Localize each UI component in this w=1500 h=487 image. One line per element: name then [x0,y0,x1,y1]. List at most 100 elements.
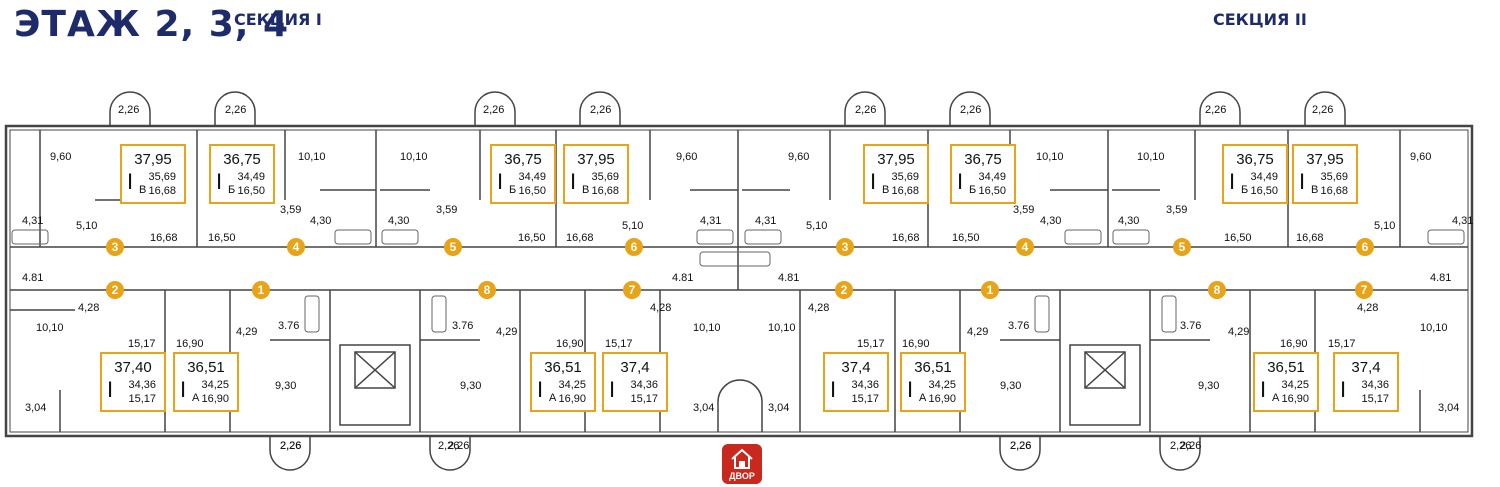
area-label-bottom-lower: 9,30 [1000,380,1022,392]
apartment-number-badge[interactable]: 3 [106,238,124,256]
apartment-total-area: 36,75 [964,151,1002,168]
apartment-type-letter: I [127,169,134,194]
area-label-top-lower: 16,50 [518,232,546,244]
area-label-top-small: 4,31 [1452,215,1474,227]
yard-entrance-button[interactable]: ДВОР [722,444,762,484]
apartment-number-badge[interactable]: 4 [1016,238,1034,256]
apartment-room-area: 16,90 [1281,393,1309,405]
area-label-bottom-balcony: 2,26 [280,440,302,452]
apartment-number-badge[interactable]: 7 [623,281,641,299]
apartment-number-badge[interactable]: 5 [444,238,462,256]
apartment-number-badge[interactable]: 2 [106,281,124,299]
area-label-bottom-balcony: 2,26 [448,440,470,452]
apartment-number-badge[interactable]: 7 [1355,281,1373,299]
apartment-total-area: 37,95 [577,151,615,168]
apartment-living-area: 34,36 [630,379,658,391]
area-label-corridor: 4.81 [778,272,800,284]
area-label-balcony: 2,26 [225,104,247,116]
area-label-bottom-small: 3.76 [1180,320,1202,332]
apartment-number-badge[interactable]: 5 [1173,238,1191,256]
apartment-total-area: 37,4 [841,359,871,376]
area-label-bottom-rooms: 10,10 [768,322,796,334]
apartment-living-area: 34,25 [928,379,956,391]
area-label-balcony: 2,26 [590,104,612,116]
apartment-total-area: 36,75 [223,151,261,168]
apartment-number-badge[interactable]: 8 [1208,281,1226,299]
area-label-top-small: 4,30 [310,215,332,227]
area-label-balcony: 2,26 [1312,104,1334,116]
area-label-bottom-rooms: 10,10 [1420,322,1448,334]
area-label-top-lower: 16,50 [208,232,236,244]
area-label-bottom-balcony: 2,26 [1010,440,1032,452]
apartment-living-area: 34,49 [978,171,1006,183]
area-label-bottom-small: 4,28 [78,302,100,314]
apartment-type-letter: I [907,377,914,402]
apartment-number-badge[interactable]: 1 [252,281,270,299]
apartment-type-letter: I [570,169,577,194]
apartment-living-area: 35,69 [591,171,619,183]
area-label-bottom-small: 3.76 [278,320,300,332]
apartment-number-badge[interactable]: 1 [981,281,999,299]
area-label-bottom-upper: 15,17 [605,338,633,350]
apartment-living-area: 34,49 [237,171,265,183]
apartment-number-badge[interactable]: 8 [478,281,496,299]
area-label-balcony: 2,26 [1170,440,1192,452]
area-label-bottom-lower: 9,30 [275,380,297,392]
area-label-bottom-upper: 15,17 [128,338,156,350]
area-label-top-small: 4,31 [22,215,44,227]
apartment-number-badge[interactable]: 4 [287,238,305,256]
area-label-top-lower: 16,50 [1224,232,1252,244]
apartment-room-area: 16,50 [518,185,546,197]
area-label-top-lower: 16,68 [150,232,178,244]
area-label-bottom-lower: 9,30 [460,380,482,392]
area-label-bottom-upper: 15,17 [857,338,885,350]
area-label-top-rooms: 9,60 [50,151,72,163]
apartment-type-sub: А [919,392,927,404]
apartment-type-letter: I [1229,169,1236,194]
area-label-top-rooms: 10,10 [400,151,428,163]
apartment-living-area: 34,49 [518,171,546,183]
area-label-bottom-rooms: 10,10 [36,322,64,334]
apartment-type-sub: Б [228,184,236,196]
apartment-number-badge[interactable]: 3 [836,238,854,256]
apartment-total-area: 37,95 [877,151,915,168]
area-label-corridor: 4.81 [1430,272,1452,284]
apartment-living-area: 34,36 [128,379,156,391]
area-label-top-small: 4,31 [700,215,722,227]
apartment-type-sub: А [192,392,200,404]
apartment-living-area: 34,49 [1250,171,1278,183]
apartment-number-badge[interactable]: 6 [625,238,643,256]
area-label-corridor: 4.81 [22,272,44,284]
apartment-type-letter: I [609,377,616,402]
area-label-bottom-small: 4,28 [1357,302,1379,314]
apartment-type-letter: I [830,377,837,402]
area-label-balcony: 2,26 [483,104,505,116]
area-label-top-small: 3,59 [1166,204,1188,216]
apartment-number-badge[interactable]: 2 [835,281,853,299]
area-label-corners: 3,04 [25,402,47,414]
area-label-top-rooms: 10,10 [1036,151,1064,163]
area-label-bottom-balcony: 2,26 [1180,440,1202,452]
area-label-top-lower: 16,68 [892,232,920,244]
apartment-type-sub: Б [1241,184,1249,196]
apartment-number-badge[interactable]: 6 [1356,238,1374,256]
apartment-total-area: 36,75 [504,151,542,168]
apartment-total-area: 36,51 [914,359,952,376]
apartment-room-area: 15,17 [630,393,658,405]
